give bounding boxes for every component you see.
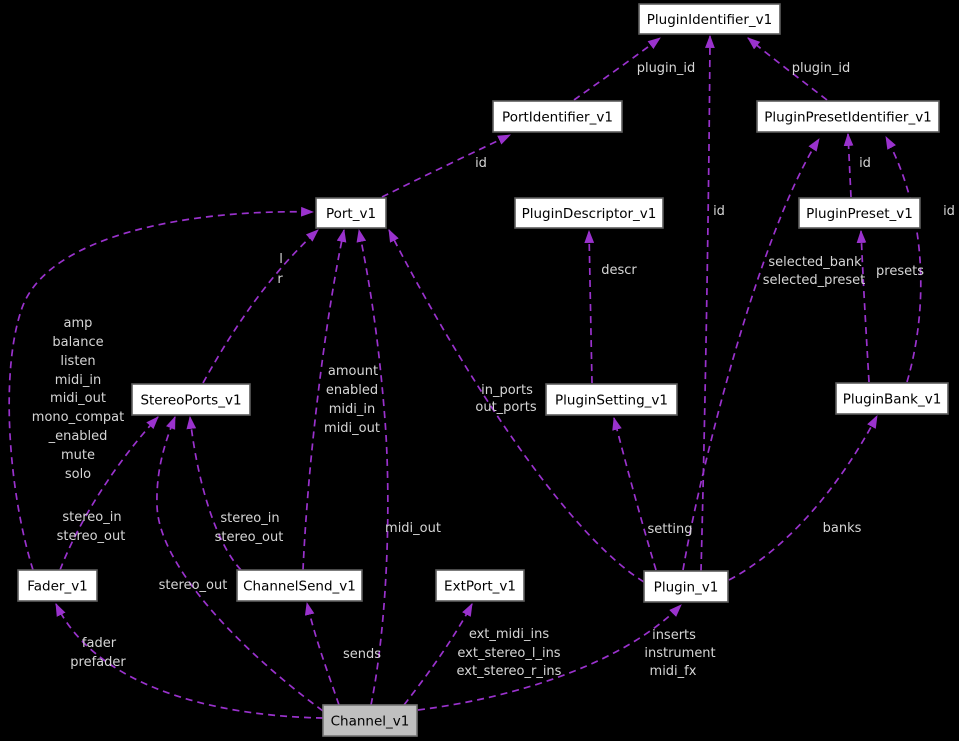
edge-label-channel-to-ext_port: ext_stereo_r_ins [457,664,562,679]
edge-label-stereo_ports-to-port: r [277,272,283,287]
edge-label-channel-to-stereo_ports: stereo_out [159,578,228,593]
edge-label-channel_send-to-port: enabled [326,383,378,398]
edge-label-plugin-to-plugin_bank: banks [823,521,862,536]
edge-plugin-to-plugin_identifier [700,34,715,572]
node-ext_port[interactable] [435,569,525,602]
node-plugin_setting[interactable] [545,383,678,416]
node-label-stereo_ports: StereoPorts_v1 [140,393,241,409]
edge-label-plugin-to-plugin_preset_identifier: selected_bank [768,255,862,270]
edge-label-channel_send-to-port: amount [328,364,378,379]
edge-fader-to-port [8,206,315,571]
node-label-plugin: Plugin_v1 [654,580,719,596]
node-label-channel: Channel_v1 [331,714,410,730]
edge-label-plugin_preset-to-plugin_preset_identifier: id [859,156,871,171]
edge-label-channel-to-ext_port: ext_midi_ins [469,627,550,642]
edge-label-fader-to-port: balance [52,335,103,350]
edge-label-plugin-to-plugin_setting: setting [647,522,692,537]
edge-label-plugin-to-port: out_ports [475,400,536,415]
edge-label-plugin_setting-to-plugin_descriptor: descr [601,263,637,278]
edge-label-channel_send-to-stereo_ports: stereo_in [220,511,279,526]
node-plugin[interactable] [643,570,729,603]
edge-channel-to-ext_port [403,603,473,706]
node-stereo_ports[interactable] [131,383,251,416]
edge-label-port_identifier-to-plugin_identifier: plugin_id [637,61,696,76]
node-label-port: Port_v1 [326,206,376,222]
edge-label-fader-to-port: midi_out [50,391,106,406]
edge-label-fader-to-port: solo [65,467,91,482]
node-plugin_bank[interactable] [835,382,949,415]
edge-label-channel-to-ext_port: ext_stereo_l_ins [457,646,560,661]
edge-label-channel_send-to-port: midi_out [324,421,380,436]
edge-label-fader-to-port: listen [60,354,95,369]
node-fader[interactable] [17,569,98,602]
node-plugin_preset[interactable] [798,197,921,229]
edge-label-plugin-to-plugin_preset_identifier: selected_preset [763,273,866,288]
edge-label-fader-to-port: mono_compat [32,410,124,425]
edge-label-channel_send-to-stereo_ports: stereo_out [215,530,284,545]
node-label-plugin_bank: PluginBank_v1 [843,392,942,408]
node-channel [322,704,418,737]
edge-plugin-to-port [388,229,645,583]
edge-stereo_ports-to-port [202,229,319,384]
edge-port-to-port_identifier [381,134,511,198]
edges-layer [8,34,922,719]
edge-plugin_bank-to-plugin_preset_identifier [885,136,922,383]
edge-label-fader-to-port: _enabled [48,429,108,444]
edge-label-plugin_bank-to-plugin_preset_identifier: id [943,204,955,219]
edge-label-plugin-to-plugin_identifier: id [713,204,725,219]
node-label-plugin_preset: PluginPreset_v1 [806,206,913,222]
edge-label-fader-to-stereo_ports: stereo_out [57,529,126,544]
edge-label-channel_send-to-port: midi_in [329,402,376,417]
edge-label-stereo_ports-to-port: l [279,252,283,267]
edge-label-channel-to-plugin: midi_fx [650,664,697,679]
edge-channel_send-to-stereo_ports [186,415,242,571]
edge-label-fader-to-stereo_ports: stereo_in [62,510,121,525]
node-label-fader: Fader_v1 [27,579,88,595]
edge-label-plugin-to-port: in_ports [481,383,533,398]
edge-label-plugin_bank-to-plugin_preset: presets [876,264,924,279]
edge-label-channel-to-port: midi_out [385,521,441,536]
edge-plugin-to-plugin_setting [612,416,657,571]
node-plugin_preset_identifier[interactable] [756,100,940,133]
edge-channel-to-stereo_ports [156,415,324,712]
edge-channel-to-fader [55,603,324,719]
node-label-channel_send: ChannelSend_v1 [243,579,356,595]
edge-label-channel-to-channel_send: sends [343,647,381,662]
node-plugin_identifier[interactable] [638,3,781,35]
node-label-ext_port: ExtPort_v1 [444,579,516,595]
node-plugin_descriptor[interactable] [514,197,664,229]
edge-plugin-to-plugin_bank [728,415,878,581]
node-channel_send[interactable] [236,569,363,602]
node-label-plugin_descriptor: PluginDescriptor_v1 [522,206,657,222]
edge-label-channel-to-fader: fader [82,636,117,651]
edge-plugin_bank-to-plugin_preset [856,229,870,383]
edge-channel_send-to-port [302,228,347,571]
edge-label-plugin_preset_identifier-to-plugin_identifier: plugin_id [792,61,851,76]
node-label-plugin_setting: PluginSetting_v1 [555,393,668,409]
edge-plugin_preset_identifier-to-plugin_identifier [747,37,828,101]
node-label-plugin_preset_identifier: PluginPresetIdentifier_v1 [764,110,932,126]
edge-label-fader-to-port: midi_in [55,373,102,388]
edge-label-port-to-port_identifier: id [475,156,487,171]
edge-label-channel-to-plugin: instrument [644,646,715,661]
edge-channel-to-plugin [417,604,682,711]
edge-plugin-to-plugin_preset_identifier [682,138,820,571]
edge-channel-to-channel_send [304,601,340,706]
edge-fader-to-stereo_ports [59,416,159,571]
node-port[interactable] [315,197,387,229]
edge-plugin_preset-to-plugin_preset_identifier [843,132,854,198]
node-label-plugin_identifier: PluginIdentifier_v1 [647,12,772,28]
edge-label-fader-to-port: mute [61,448,95,463]
edge-port_identifier-to-plugin_identifier [573,37,661,101]
node-port_identifier[interactable] [492,100,623,133]
edge-channel-to-port [356,228,389,706]
edge-label-channel-to-plugin: inserts [652,628,696,643]
node-label-port_identifier: PortIdentifier_v1 [502,110,613,126]
edge-label-fader-to-port: amp [64,316,93,331]
edge-label-channel-to-fader: prefader [70,655,126,670]
edge-plugin_setting-to-plugin_descriptor [584,229,595,384]
